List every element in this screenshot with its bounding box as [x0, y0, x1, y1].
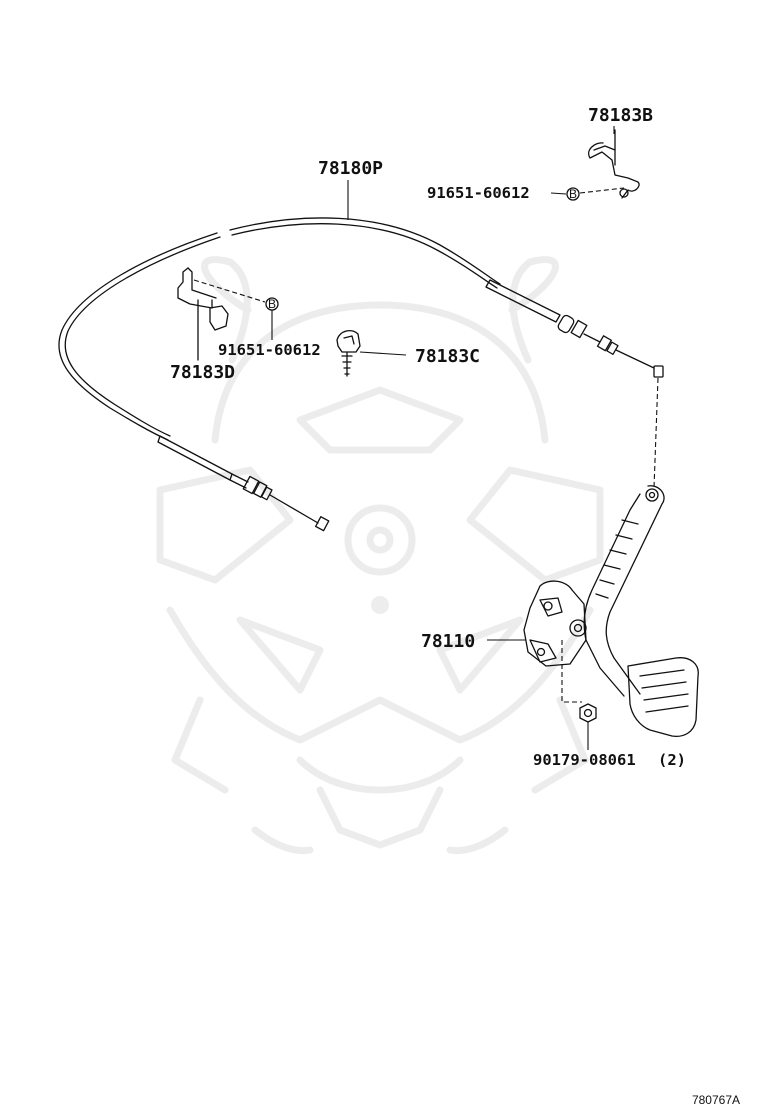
clip-marker-lower-letter: B [268, 297, 276, 311]
label-clip-lower: 91651-60612 [218, 341, 321, 359]
figure-code: 780767A [692, 1093, 740, 1107]
clamp-78183b [588, 129, 640, 199]
label-clip-upper: 91651-60612 [427, 184, 530, 202]
label-nut: 90179-08061 [533, 751, 636, 769]
accelerator-cable [58, 217, 664, 532]
clip-marker-upper-letter: B [569, 187, 577, 201]
label-clamp-78183d: 78183D [170, 362, 235, 383]
clamp-78183d [177, 267, 229, 361]
samurai-helmet-icon [156, 256, 604, 855]
label-accel-cable: 78180P [318, 158, 383, 179]
nut-90179 [579, 703, 597, 723]
accelerator-pedal-assembly [523, 485, 699, 738]
clamp-78183c [336, 329, 361, 377]
label-nut-qty: (2) [658, 751, 686, 769]
label-pedal-assy: 78110 [421, 631, 475, 652]
label-clamp-78183b: 78183B [588, 105, 653, 126]
label-clamp-78183c: 78183C [415, 346, 480, 367]
clip-marker-upper [566, 187, 580, 201]
